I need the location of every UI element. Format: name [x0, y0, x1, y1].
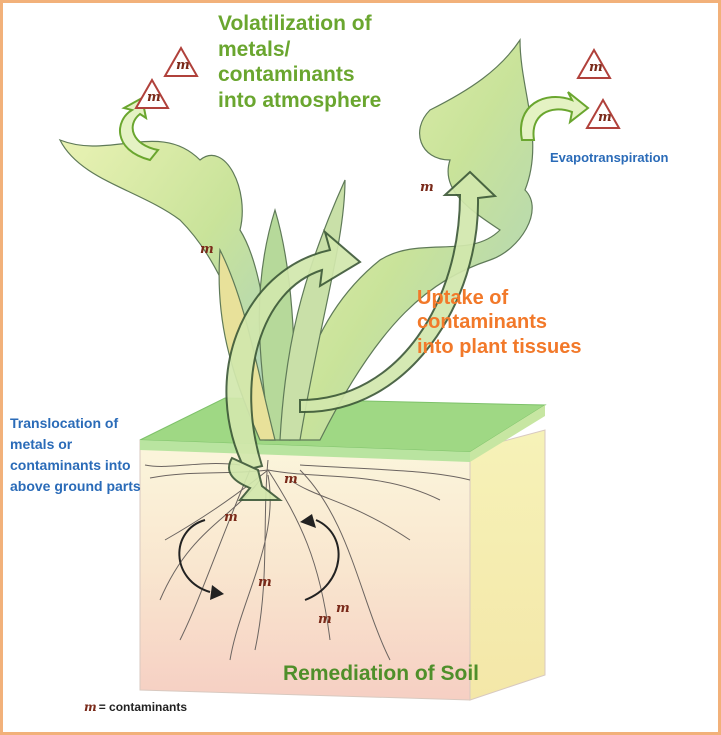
contaminant-mark-leaf-left: m — [200, 242, 214, 257]
contaminant-mark-root-2: m — [224, 510, 238, 525]
left-soil-cycle — [178, 519, 211, 593]
contaminant-mark-root-5: m — [318, 612, 332, 627]
remediation-label: Remediation of Soil — [283, 662, 480, 685]
legend-text: = contaminants — [98, 700, 188, 714]
volatilization-label: Volatilization of metals/ contaminants i… — [218, 12, 382, 112]
translocation-label: Translocation of metals or contaminants … — [10, 415, 141, 494]
grass-front-edge — [140, 440, 470, 462]
contaminant-mark-root-4: m — [336, 601, 350, 616]
evapotranspiration-label: Evapotranspiration — [550, 150, 669, 165]
contaminant-mark-triangle-1: m — [176, 58, 190, 73]
soil-block — [139, 397, 547, 701]
contaminant-mark-root-1: m — [284, 472, 298, 487]
right-soil-cycle — [304, 519, 340, 601]
soil-cycle-arrows — [178, 514, 340, 601]
legend-symbol: m — [84, 700, 97, 714]
triangle-1 — [163, 45, 199, 77]
soil-side — [469, 429, 546, 701]
legend: m= contaminants — [84, 700, 187, 714]
triangle-4 — [585, 97, 621, 129]
translocation-arrow — [225, 229, 362, 472]
triangle-2 — [134, 77, 170, 109]
contaminant-mark-leaf-right: m — [420, 180, 434, 195]
contaminant-mark-triangle-3: m — [589, 60, 603, 75]
flow-arrows — [225, 170, 498, 501]
grass-side-edge — [470, 405, 545, 462]
uptake-label: Uptake of contaminants into plant tissue… — [417, 287, 582, 358]
evapotranspiration-arrow — [519, 91, 590, 141]
contaminant-triangles — [134, 45, 621, 129]
contaminant-mark-root-3: m — [258, 575, 272, 590]
root-arrow — [228, 456, 283, 501]
triangle-3 — [576, 47, 612, 79]
right-leaf-large — [289, 38, 534, 441]
contaminant-mark-triangle-4: m — [598, 110, 612, 125]
contaminant-mark-triangle-2: m — [147, 90, 161, 105]
uptake-arrow — [299, 170, 498, 414]
